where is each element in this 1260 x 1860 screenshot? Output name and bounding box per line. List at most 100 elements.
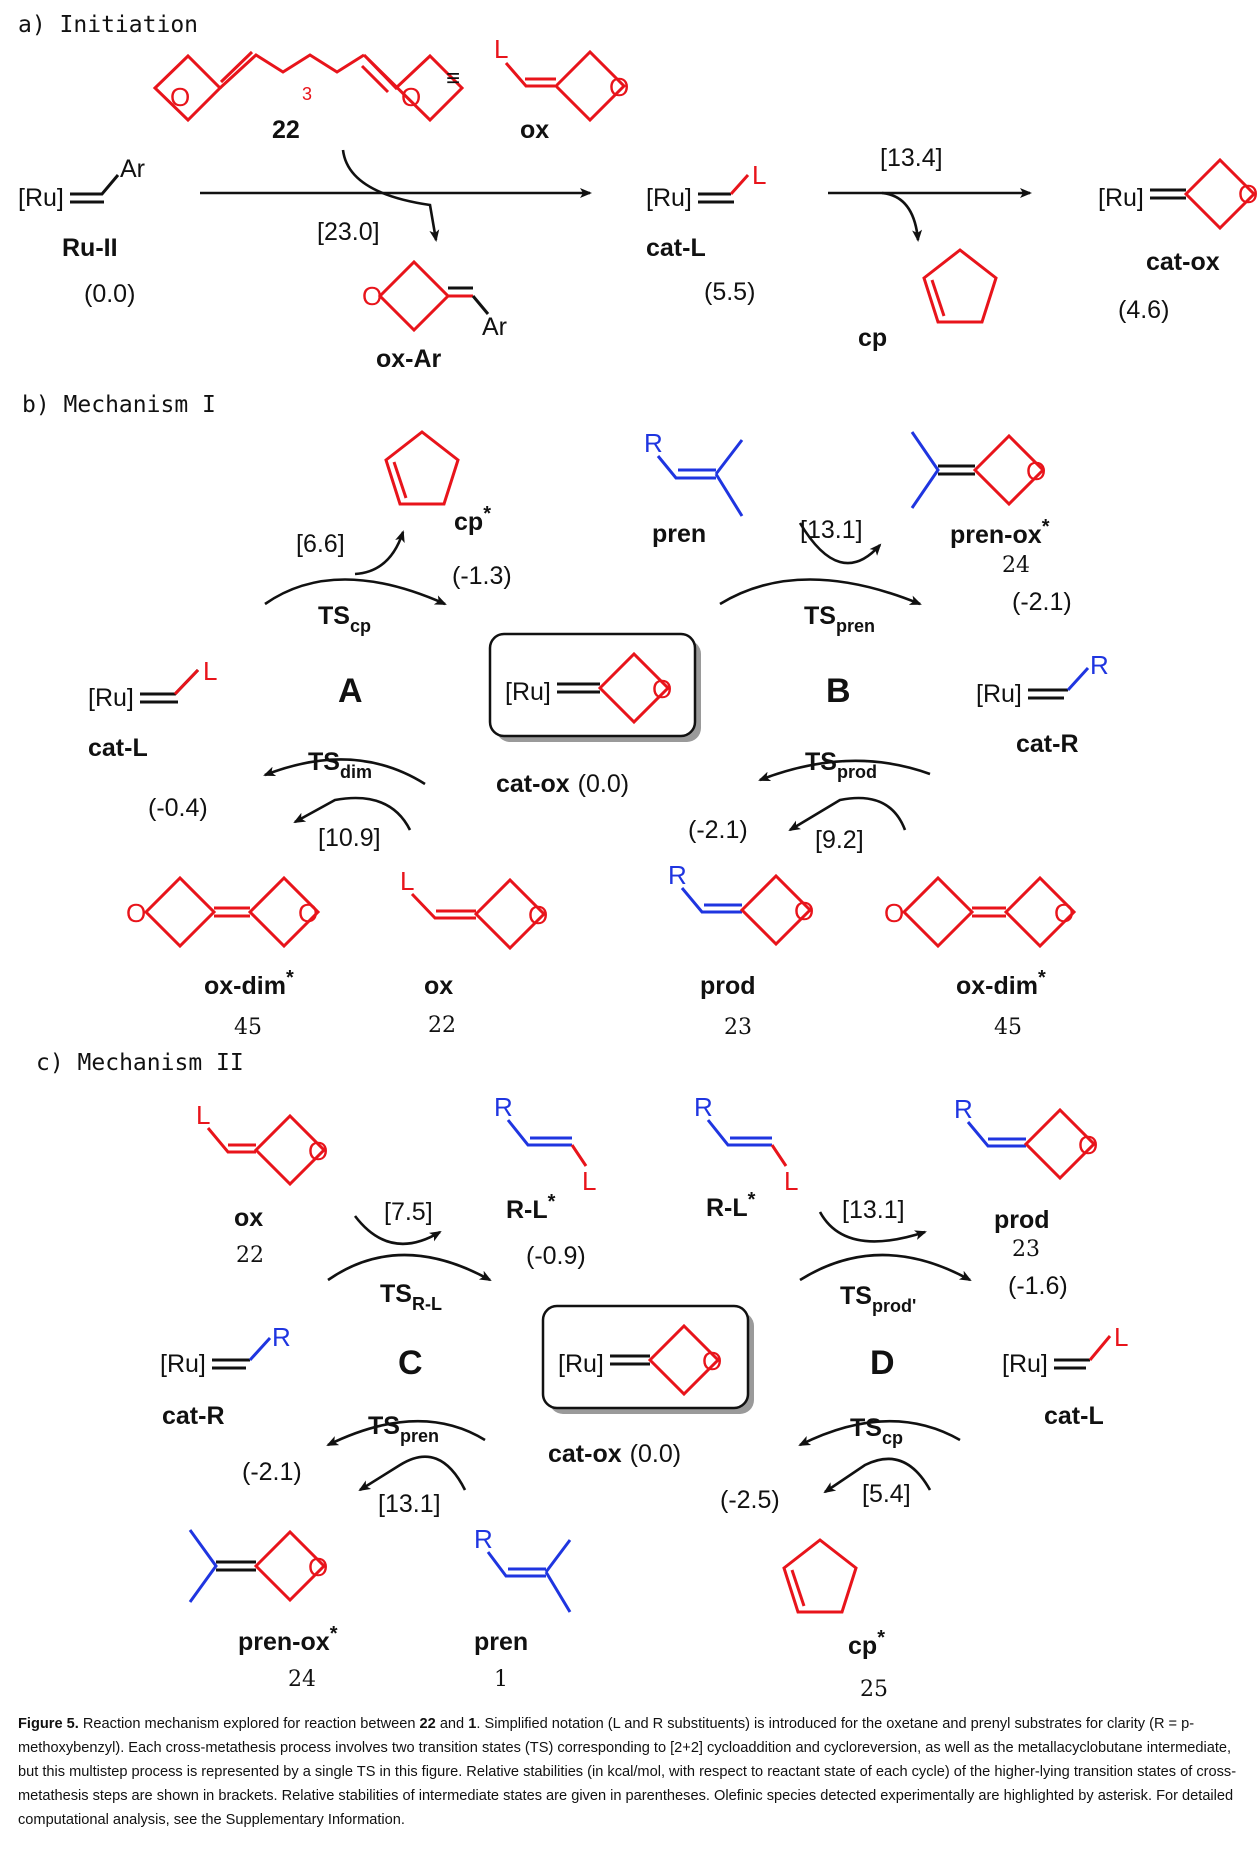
ox-ar: O Ar ox-Ar	[362, 259, 507, 373]
label-cat-ox-b: cat-ox(0.0)	[496, 770, 629, 798]
ts-pren-val-b: [13.1]	[800, 516, 863, 544]
label-cp-c: cp*	[848, 1627, 885, 1660]
label-pren-c: pren	[474, 1628, 528, 1656]
ts-rl-val-c: [7.5]	[384, 1198, 433, 1226]
energy-prod-b: (-2.1)	[688, 816, 748, 844]
svg-text:O: O	[652, 674, 672, 704]
svg-text:O: O	[298, 898, 318, 928]
curved-arrow-pren-c	[358, 1455, 467, 1492]
cycle-a-label: A	[338, 672, 363, 710]
svg-text:R: R	[644, 428, 663, 458]
svg-text:R: R	[668, 860, 687, 890]
prod-b: R O prod 23	[668, 860, 814, 1040]
energy-pren-ox-c: (-2.1)	[242, 1458, 302, 1486]
label-prod-c: prod	[994, 1206, 1050, 1234]
label-pren-b: pren	[652, 520, 706, 548]
svg-text:[Ru]: [Ru]	[976, 680, 1022, 708]
svg-text:O: O	[609, 72, 629, 102]
curved-arrow-cp-b	[354, 530, 405, 576]
num-pren-ox-c: 24	[288, 1667, 316, 1692]
svg-text:R: R	[494, 1092, 513, 1122]
svg-text:R: R	[272, 1322, 291, 1352]
cp-c: cp* 25	[782, 1538, 888, 1702]
rl-c: R L R-L* (-0.9)	[494, 1092, 596, 1270]
energy-cp-b: (-1.3)	[452, 562, 512, 590]
svg-text:O: O	[126, 898, 146, 928]
cat-ox-box-b: [Ru] O cat-ox(0.0)	[488, 632, 703, 798]
ts-dim-val-b: [10.9]	[318, 824, 381, 852]
prod-c: R O prod 23 (-1.6)	[954, 1094, 1098, 1300]
svg-text:L: L	[196, 1100, 210, 1130]
energy-pren-ox-b: (-2.1)	[1012, 588, 1072, 616]
svg-text:L: L	[784, 1166, 798, 1196]
label-prod-b: prod	[700, 972, 756, 1000]
label-rl-c: R-L*	[506, 1191, 556, 1224]
curved-arrow-cp-d	[823, 1457, 932, 1494]
cycle-d-label: D	[870, 1344, 895, 1382]
svg-text:O: O	[528, 900, 548, 930]
reaction-mechanism-figure: a) Initiation O O 3 22 ≡ L O ox [Ru] Ar …	[18, 12, 1258, 1702]
arc-ts-rl-c	[327, 1253, 492, 1282]
ox-dim-2: O O ox-dim* 45	[884, 875, 1077, 1040]
arc-ts-prod-b	[758, 759, 931, 782]
svg-text:R: R	[474, 1524, 493, 1554]
energy-prod-c: (-1.6)	[1008, 1272, 1068, 1300]
num-prod-b: 23	[724, 1015, 752, 1040]
ts-pren-c: TSpren	[368, 1412, 439, 1446]
energy-rl-c: (-0.9)	[526, 1242, 586, 1270]
svg-text:O: O	[1054, 898, 1074, 928]
pren-c: R pren 1	[474, 1524, 572, 1692]
ts-rl-c: TSR-L	[380, 1280, 442, 1314]
arc-ts-dim-b	[263, 758, 426, 786]
svg-text:O: O	[702, 1346, 722, 1376]
svg-text:[Ru]: [Ru]	[160, 1350, 206, 1378]
label-ox-dim-2: ox-dim*	[956, 967, 1046, 1000]
ox-c: L O ox 22	[196, 1100, 328, 1268]
num-cp-c: 25	[860, 1677, 888, 1702]
ox-dim-1: O O ox-dim* 45	[126, 875, 321, 1040]
curved-arrow-pren-b	[798, 522, 882, 565]
label-cat-r-b: cat-R	[1016, 730, 1079, 758]
label-cat-ox-a: cat-ox	[1146, 248, 1220, 276]
cat-l-a: [Ru] L cat-L (5.5)	[646, 160, 766, 306]
curved-arrow-rl-c	[353, 1215, 442, 1246]
ts-init-2: [13.4]	[880, 144, 943, 172]
energy-ru-ii: (0.0)	[84, 280, 135, 308]
ts-pren-b: TSpren	[804, 602, 875, 636]
energy-cat-l-b: (-0.4)	[148, 794, 208, 822]
rl-d: R L R-L*	[694, 1092, 798, 1222]
svg-text:O: O	[308, 1136, 328, 1166]
label-cp-a: cp	[858, 324, 887, 352]
svg-text:L: L	[494, 34, 508, 64]
label-rl-d: R-L*	[706, 1189, 756, 1222]
cp-a: cp	[858, 248, 998, 352]
svg-text:[Ru]: [Ru]	[18, 184, 64, 212]
svg-text:L: L	[400, 866, 414, 896]
svg-text:L: L	[1114, 1322, 1128, 1352]
label-ox-ar: ox-Ar	[376, 345, 442, 373]
section-b-title: b) Mechanism I	[22, 392, 216, 418]
svg-text:O: O	[884, 898, 904, 928]
label-pren-ox-c: pren-ox*	[238, 1623, 338, 1656]
svg-text:[Ru]: [Ru]	[1002, 1350, 1048, 1378]
cat-l-c: [Ru] L cat-L	[1002, 1322, 1128, 1430]
label-22: 22	[272, 116, 300, 144]
label-cat-ox-c: cat-ox(0.0)	[548, 1440, 681, 1468]
num-pren-ox-b: 24	[1002, 553, 1030, 578]
svg-text:L: L	[203, 656, 217, 686]
num-ox-b: 22	[428, 1013, 456, 1038]
cycle-c-label: C	[398, 1344, 423, 1382]
svg-text:[Ru]: [Ru]	[646, 184, 692, 212]
ts-prodp-d: TSprod'	[840, 1282, 916, 1316]
label-ox-dim-1: ox-dim*	[204, 967, 294, 1000]
num-ox-dim-2: 45	[994, 1015, 1022, 1040]
ts-prod-b: TSprod	[805, 748, 877, 782]
cat-l-b: [Ru] L cat-L (-0.4)	[88, 656, 217, 822]
cat-ox-a: [Ru] O cat-ox (4.6)	[1098, 158, 1258, 324]
svg-text:[Ru]: [Ru]	[558, 1350, 604, 1378]
label-cat-l-c: cat-L	[1044, 1402, 1104, 1430]
svg-text:[Ru]: [Ru]	[1098, 184, 1144, 212]
ts-prod-val-b: [9.2]	[815, 826, 864, 854]
label-ox-a: ox	[520, 116, 549, 144]
svg-text:L: L	[582, 1166, 596, 1196]
